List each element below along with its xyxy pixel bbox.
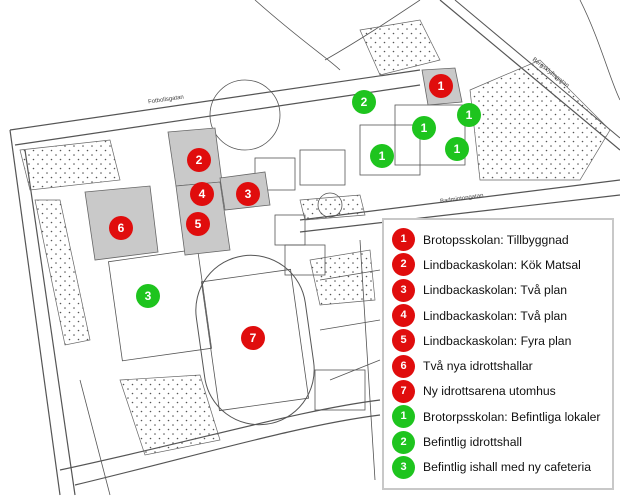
legend-marker-red: 6 — [392, 354, 415, 378]
marker-red-5[interactable]: 5 — [186, 212, 210, 236]
legend-item: 4 Lindbackaskolan: Två plan — [392, 303, 612, 328]
legend-label: Befintlig ishall med ny cafeteria — [423, 460, 592, 475]
vegetation-area — [309, 249, 376, 306]
legend-marker-green: 2 — [392, 430, 415, 454]
legend-marker-green: 1 — [392, 405, 415, 429]
legend-marker-red: 1 — [392, 228, 415, 252]
legend-item: 1 Brotopsskolan: Tillbyggnad — [392, 227, 612, 252]
legend-marker-green: 3 — [392, 455, 415, 479]
marker-green-2[interactable]: 2 — [352, 90, 376, 114]
legend-label: Lindbackaskolan: Två plan — [423, 283, 568, 298]
legend-label: Brotorpsskolan: Befintliga lokaler — [423, 409, 601, 424]
vegetation-area — [299, 194, 366, 221]
legend-item: 2 Lindbackaskolan: Kök Matsal — [392, 252, 612, 277]
marker-red-2[interactable]: 2 — [187, 148, 211, 172]
marker-green-1[interactable]: 1 — [412, 116, 436, 140]
vegetation-area — [119, 374, 221, 456]
marker-green-3[interactable]: 3 — [136, 284, 160, 308]
legend-item: 6 Två nya idrottshallar — [392, 353, 612, 378]
road-fotbollsgatan — [9, 69, 421, 131]
legend-marker-red: 7 — [392, 379, 415, 403]
marker-green-1[interactable]: 1 — [457, 103, 481, 127]
legend-item: 3 Befintlig ishall med ny cafeteria — [392, 455, 612, 480]
vegetation-area — [19, 139, 121, 191]
legend-label: Lindbackaskolan: Fyra plan — [423, 333, 572, 348]
legend-label: Ny idrottsarena utomhus — [423, 384, 556, 399]
legend-marker-red: 4 — [392, 304, 415, 328]
marker-red-7[interactable]: 7 — [241, 326, 265, 350]
legend-marker-red: 2 — [392, 253, 415, 277]
vegetation-area — [469, 59, 611, 181]
legend-marker-red: 3 — [392, 278, 415, 302]
marker-red-4[interactable]: 4 — [190, 182, 214, 206]
legend-item: 7 Ny idrottsarena utomhus — [392, 379, 612, 404]
marker-green-1[interactable]: 1 — [370, 144, 394, 168]
legend-marker-red: 5 — [392, 329, 415, 353]
marker-red-6[interactable]: 6 — [109, 216, 133, 240]
legend-label: Befintlig idrottshall — [423, 435, 522, 450]
vegetation-area — [34, 199, 91, 346]
legend-item: 3 Lindbackaskolan: Två plan — [392, 278, 612, 303]
legend-label: Lindbackaskolan: Kök Matsal — [423, 257, 581, 272]
marker-red-3[interactable]: 3 — [236, 182, 260, 206]
map-legend: 1 Brotopsskolan: Tillbyggnad 2 Lindbacka… — [382, 218, 614, 490]
legend-item: 5 Lindbackaskolan: Fyra plan — [392, 328, 612, 353]
legend-label: Två nya idrottshallar — [423, 359, 533, 374]
legend-item: 1 Brotorpsskolan: Befintliga lokaler — [392, 404, 612, 429]
vegetation-area — [359, 19, 441, 76]
legend-item: 2 Befintlig idrottshall — [392, 429, 612, 454]
legend-label: Brotopsskolan: Tillbyggnad — [423, 232, 569, 247]
legend-label: Lindbackaskolan: Två plan — [423, 308, 568, 323]
marker-green-1[interactable]: 1 — [445, 137, 469, 161]
marker-red-1[interactable]: 1 — [429, 74, 453, 98]
